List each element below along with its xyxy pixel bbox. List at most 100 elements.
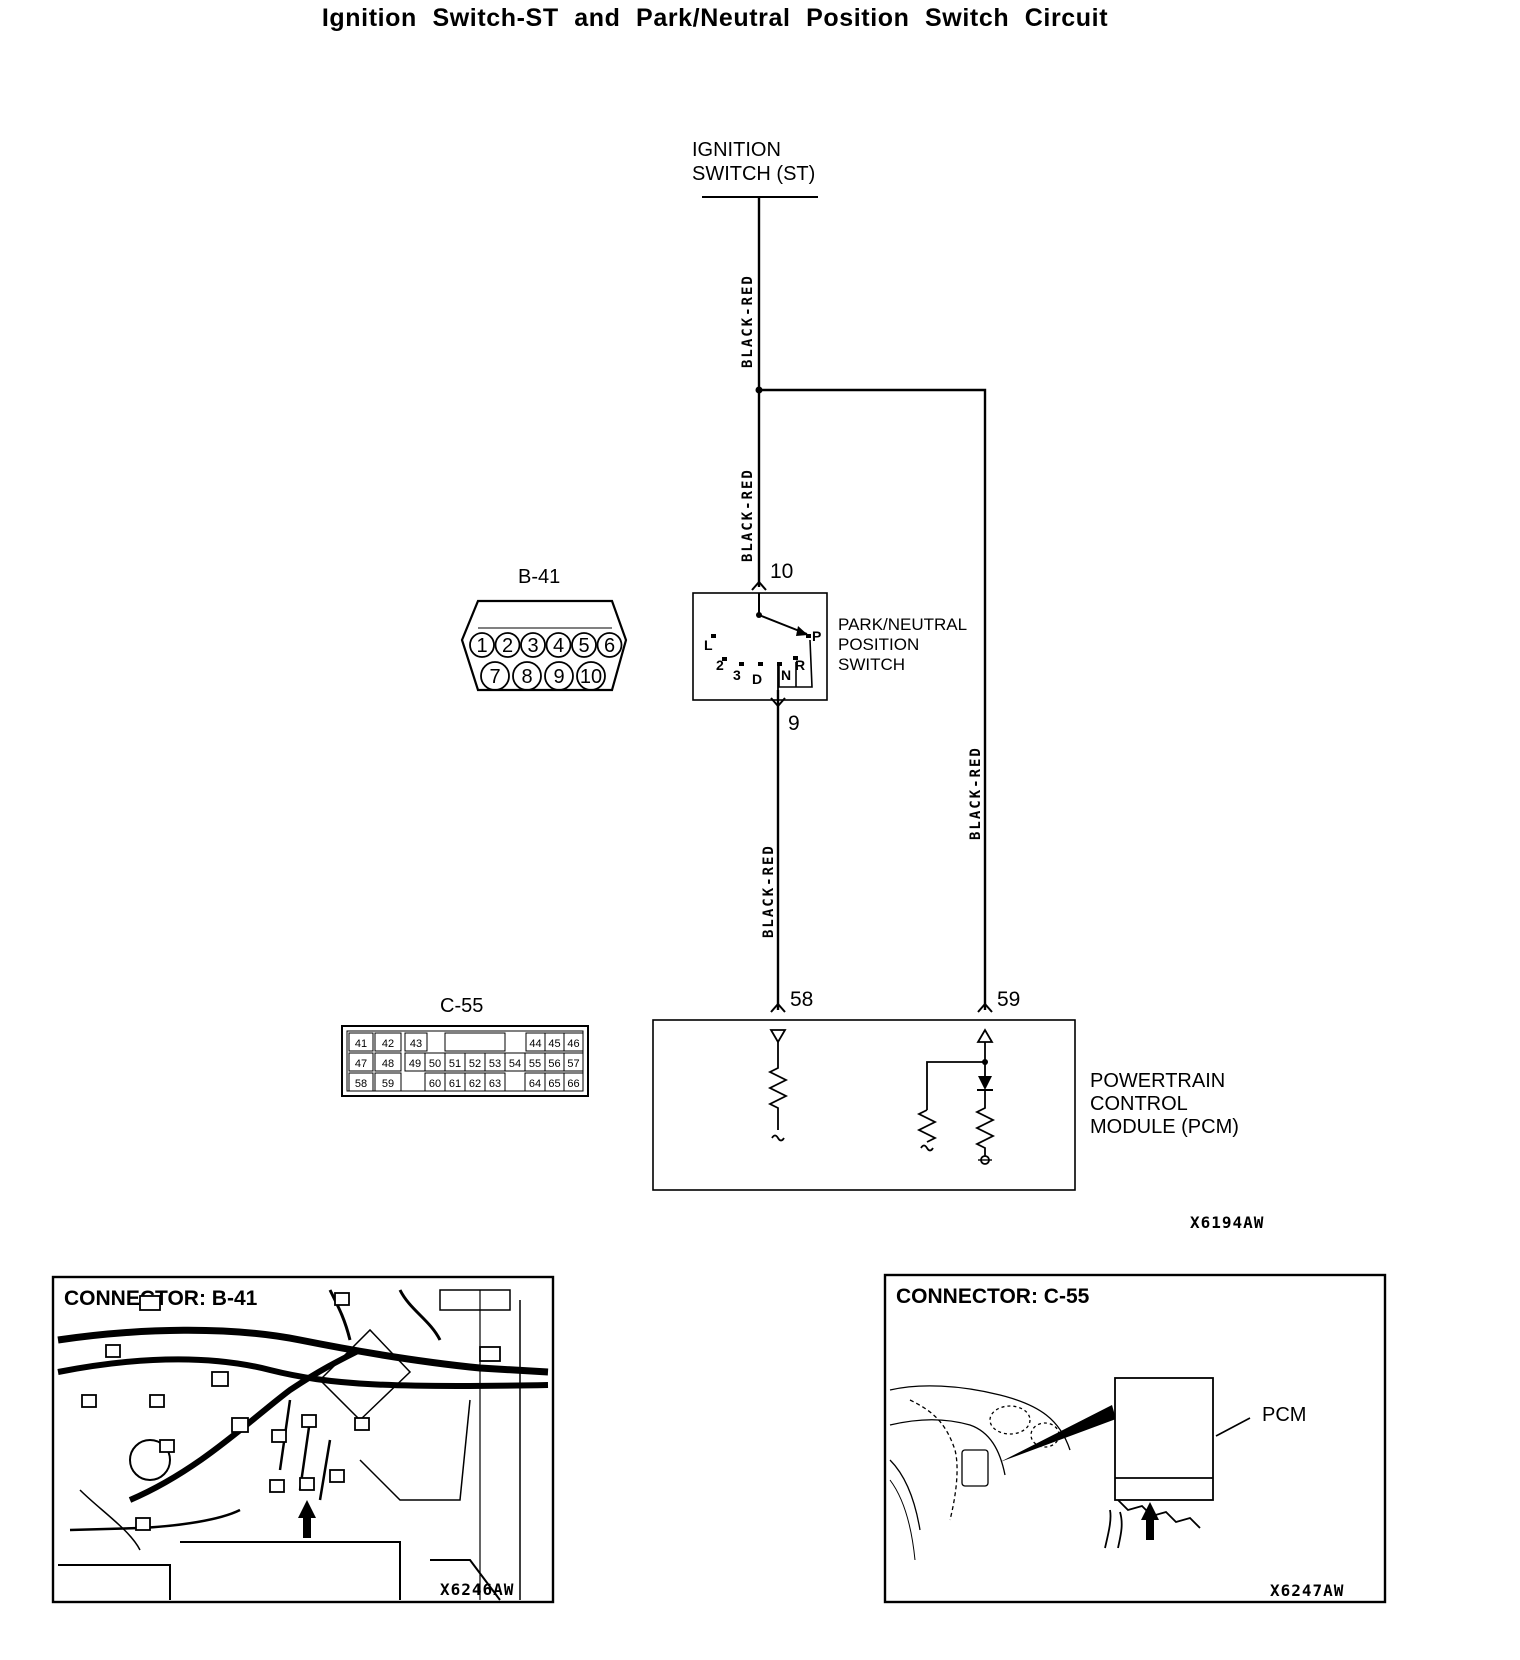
pcm-module: 58 59 POWERTRAIN CONTROL MODULE (PCM) (652, 988, 1239, 1191)
c55-cell-58 (348, 1072, 374, 1092)
c55-cell-label-52: 52 (469, 1058, 481, 1070)
c55-cell-label-60: 60 (429, 1078, 441, 1090)
b41-pin-3 (520, 632, 546, 658)
pos-R: R (795, 657, 805, 673)
park-neutral-switch: 10 L 2 3 D N R P 9 PARK/N (692, 560, 967, 735)
c55-cell-label-48: 48 (382, 1058, 394, 1070)
c55-cell-63 (484, 1072, 506, 1092)
pcm-label-1: POWERTRAIN (1090, 1070, 1225, 1092)
c55-cell-label-50: 50 (429, 1058, 441, 1070)
c55-cell-label-59: 59 (382, 1078, 394, 1090)
c55-cell-label-43: 43 (410, 1038, 422, 1050)
pos-P: P (812, 628, 821, 644)
b41-pin-8 (512, 661, 542, 691)
c55-cell-label-57: 57 (567, 1058, 579, 1070)
inset-c55-title: CONNECTOR: C-55 (896, 1285, 1090, 1308)
wires (757, 197, 987, 1010)
inset-b41-code: X6246AW (440, 1580, 514, 1599)
pn-switch-label-1: PARK/NEUTRAL (838, 615, 967, 634)
c55-cell-label-46: 46 (567, 1038, 579, 1050)
b41-pin-label-4: 4 (553, 635, 564, 657)
pcm-label-3: MODULE (PCM) (1090, 1116, 1239, 1138)
wire-label-3: BLACK-RED (761, 844, 777, 938)
b41-pin-6 (596, 632, 623, 658)
harness-connectors (81, 1292, 501, 1531)
c55-cell-59 (374, 1072, 402, 1092)
c55-cell-66 (563, 1072, 584, 1092)
b41-pin-label-10: 10 (580, 666, 602, 688)
pcm-label-2: CONTROL (1090, 1093, 1188, 1115)
c55-cell-48 (374, 1052, 402, 1072)
pn-pin-9: 9 (788, 712, 800, 735)
connector-b41-label: B-41 (518, 566, 560, 588)
b41-pin-label-7: 7 (489, 666, 500, 688)
c55-cell-label-47: 47 (355, 1058, 367, 1070)
inset-connector-b41: CONNECTOR: B-41 (51, 1275, 555, 1604)
c55-cell-label-41: 41 (355, 1038, 367, 1050)
b41-pin-7 (480, 661, 510, 691)
engine-harness-illustration (57, 1289, 549, 1601)
pos-2: 2 (716, 657, 724, 673)
b41-pin-label-8: 8 (521, 666, 532, 688)
c55-cell-label-66: 66 (567, 1078, 579, 1090)
c55-cell-47 (348, 1052, 374, 1072)
pos-D: D (752, 671, 762, 687)
pcm-pin-59: 59 (997, 988, 1020, 1011)
c55-cell-label-51: 51 (449, 1058, 461, 1070)
page-title: Ignition Switch-ST and Park/Neutral Posi… (321, 4, 1109, 32)
b41-pin-label-6: 6 (604, 635, 615, 657)
c55-cell-label-58: 58 (355, 1078, 367, 1090)
c55-cell-label-44: 44 (529, 1038, 541, 1050)
c55-cell-label-63: 63 (489, 1078, 501, 1090)
b41-location-arrow (298, 1500, 316, 1538)
c55-location-arrow (1141, 1502, 1159, 1540)
b41-pin-label-3: 3 (527, 635, 538, 657)
c55-cell-label-45: 45 (548, 1038, 560, 1050)
pos-L: L (704, 637, 713, 653)
c55-cell-label-42: 42 (382, 1038, 394, 1050)
b41-pin-9 (544, 661, 574, 691)
b41-pin-2 (494, 632, 521, 658)
b41-pin-1 (469, 632, 495, 658)
c55-cell-label-65: 65 (548, 1078, 560, 1090)
b41-pin-5 (571, 632, 597, 658)
wire-label-4: BLACK-RED (968, 746, 984, 840)
b41-pin-label-1: 1 (476, 635, 487, 657)
c55-cell-label-64: 64 (529, 1078, 541, 1090)
pn-switch-label-3: SWITCH (838, 655, 905, 674)
c55-cell-57 (563, 1052, 584, 1072)
b41-pin-label-9: 9 (553, 666, 564, 688)
connector-c55-label: C-55 (440, 995, 483, 1017)
c55-cell-46 (563, 1032, 584, 1052)
pcm-pointer (1000, 1405, 1116, 1462)
wire-junction-to-pin59 (759, 388, 987, 1010)
ignition-switch-label-2: SWITCH (ST) (692, 163, 815, 185)
ignition-switch: IGNITION SWITCH (ST) (692, 139, 818, 198)
c55-cell-41 (348, 1032, 374, 1052)
ignition-switch-label-1: IGNITION (692, 139, 781, 161)
wire-label-2: BLACK-RED (740, 468, 756, 562)
c55-cell-label-56: 56 (548, 1058, 560, 1070)
c55-cell-label-62: 62 (469, 1078, 481, 1090)
c55-cell-label-61: 61 (449, 1078, 461, 1090)
c55-blank-cell (444, 1032, 506, 1052)
b41-pin-10 (576, 661, 606, 691)
b41-pin-4 (545, 632, 572, 658)
b41-pin-label-5: 5 (578, 635, 589, 657)
pn-switch-label-2: POSITION (838, 635, 919, 654)
inset-pcm-label: PCM (1262, 1404, 1306, 1426)
c55-cell-42 (374, 1032, 402, 1052)
pos-3: 3 (733, 667, 741, 683)
c55-cell-label-55: 55 (529, 1058, 541, 1070)
pcm-pin-58: 58 (790, 988, 813, 1011)
c55-cell-label-53: 53 (489, 1058, 501, 1070)
c55-cell-label-49: 49 (409, 1058, 421, 1070)
wire-label-1: BLACK-RED (740, 274, 756, 368)
figure-code: X6194AW (1190, 1213, 1264, 1232)
inset-c55-code: X6247AW (1270, 1581, 1344, 1600)
